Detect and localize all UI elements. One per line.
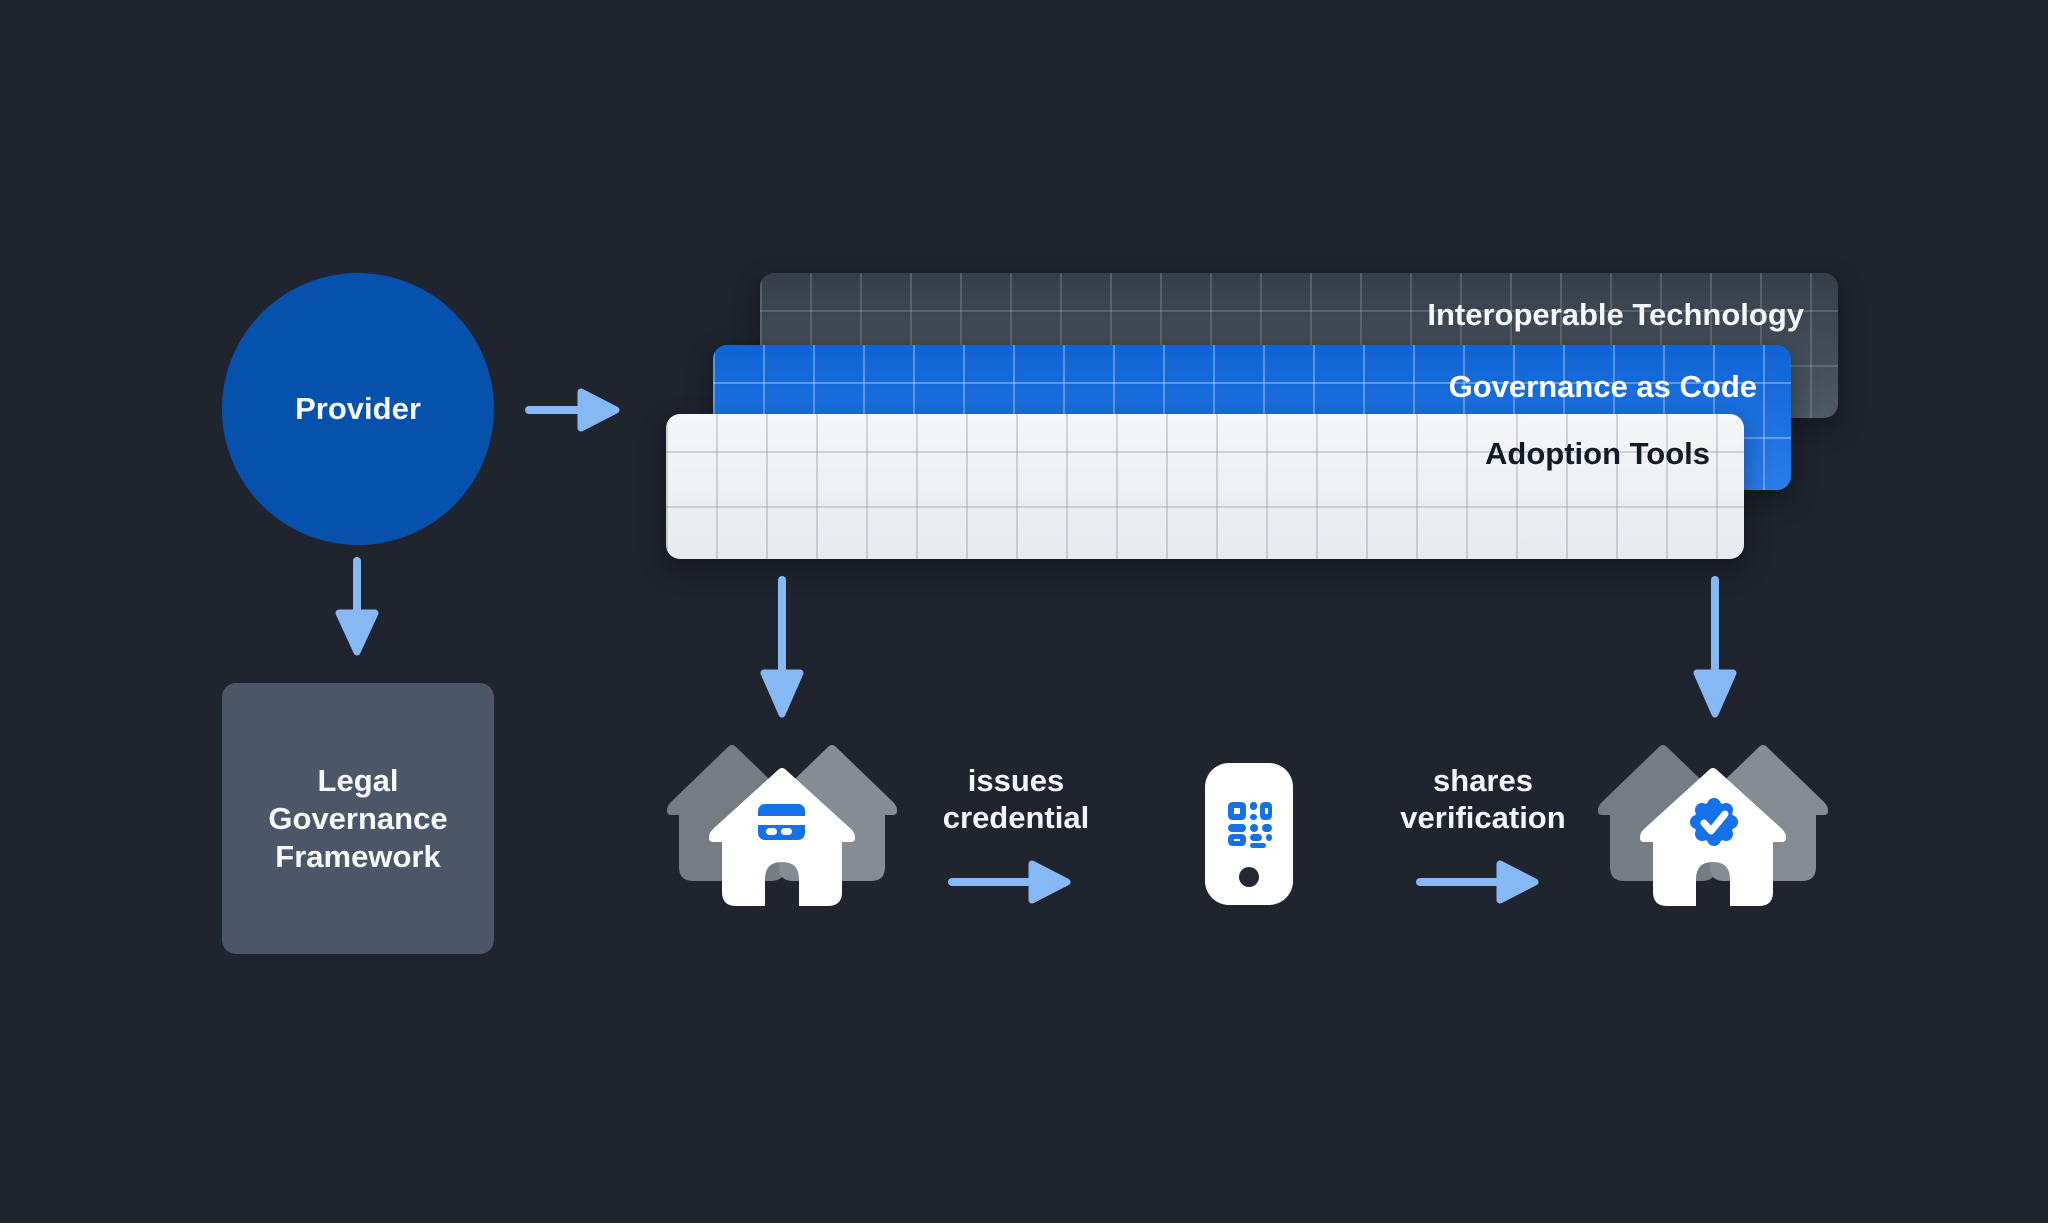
verified-badge-icon <box>1690 798 1738 846</box>
legal-box-line: Legal <box>317 762 399 798</box>
verifier-caption: shares verification <box>1373 762 1593 836</box>
check-icon <box>1700 810 1729 835</box>
right-arrow-icon <box>1416 860 1539 904</box>
provider-node: Provider <box>222 273 494 545</box>
down-arrow-icon <box>1693 576 1737 718</box>
caption-line: shares <box>1433 763 1533 798</box>
right-arrow-icon <box>525 388 620 432</box>
credit-card-icon <box>758 804 805 840</box>
down-arrow-icon <box>760 576 804 718</box>
legal-governance-framework-box: Legal Governance Framework <box>222 683 494 954</box>
caption-line: credential <box>942 800 1090 835</box>
house-cluster-icon <box>1598 745 1828 906</box>
grid-pattern <box>666 414 1744 559</box>
phone-home-button <box>1239 867 1259 887</box>
layer-label-adoption-tools: Adoption Tools <box>1485 436 1710 471</box>
down-arrow-icon <box>335 557 379 656</box>
right-arrow-icon <box>948 860 1071 904</box>
provider-label: Provider <box>295 391 421 426</box>
qr-code-icon <box>1228 802 1272 848</box>
layer-label-interoperable-technology: Interoperable Technology <box>1427 297 1804 332</box>
house-cluster-icon <box>667 745 897 906</box>
caption-line: verification <box>1400 800 1566 835</box>
legal-box-line: Governance <box>268 800 448 836</box>
legal-box-line: Framework <box>275 838 441 874</box>
issuer-caption: issues credential <box>906 762 1126 836</box>
smartphone-icon <box>1205 763 1293 905</box>
layer-label-governance-as-code: Governance as Code <box>1448 369 1757 404</box>
caption-line: issues <box>967 763 1065 798</box>
layer-adoption-tools: Adoption Tools <box>666 414 1744 559</box>
